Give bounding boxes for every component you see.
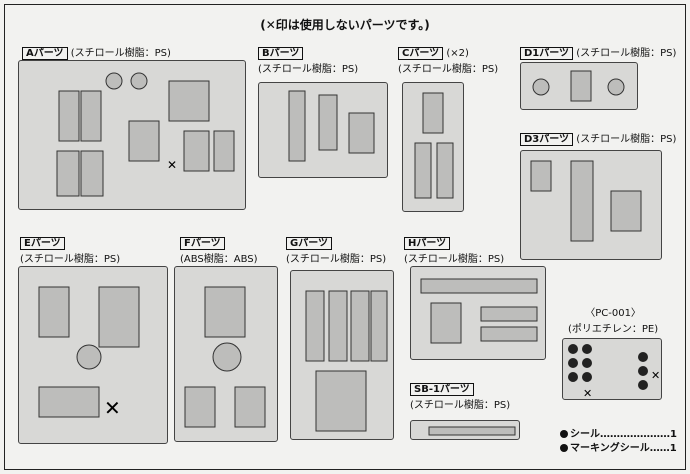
parts-sb1-material: (スチロール樹脂：PS) [410,400,511,411]
runner-b [258,82,388,178]
pc-001-title: 〈PC-001〉 [585,308,641,319]
runner-sb1 [410,420,520,440]
parts-c-title: Cパーツ [398,47,444,60]
runner-a: ✕ [18,60,246,210]
parts-sb1-label: SB-1パーツ (スチロール樹脂：PS) [410,380,510,411]
parts-d3-label: D3パーツ (スチロール樹脂：PS) [520,130,677,146]
runner-g [290,270,394,440]
parts-a-title: Aパーツ [22,47,68,60]
parts-h-label: Hパーツ (スチロール樹脂：PS) [404,234,504,265]
parts-d3-title: D3パーツ [520,133,574,146]
legend-bullet-icon [560,430,568,438]
runner-d1-drawing [532,70,625,102]
runner-a-drawing: ✕ [56,72,235,197]
parts-h-material: (スチロール樹脂：PS) [404,254,505,265]
runner-f [174,266,278,442]
runner-pc-001-drawing: ✕ ✕ [568,344,660,400]
unused-parts-note: (✕印は使用しないパーツです。) [260,18,430,32]
runner-h-drawing [420,278,538,344]
legend-sticker: シール…………………1 [560,428,677,442]
svg-text:✕: ✕ [104,396,121,420]
parts-b-title: Bパーツ [258,47,304,60]
legend-marking-sticker: マーキングシール……1 [560,442,677,456]
parts-d1-label: D1パーツ (スチロール樹脂：PS) [520,44,677,60]
legend-sticker-label: シール [570,429,600,440]
pc-001-material: (ポリエチレン：PE) [568,324,659,335]
parts-e-material: (スチロール樹脂：PS) [20,254,121,265]
runner-c [402,82,464,212]
parts-c-count: (×2) [446,48,469,59]
runner-d3 [520,150,662,260]
pc-001-label: 〈PC-001〉 (ポリエチレン：PE) [568,304,658,335]
legend-marking-dots: …… [649,443,670,454]
parts-a-label: Aパーツ (スチロール樹脂：PS) [22,44,171,60]
parts-e-title: Eパーツ [20,237,65,250]
svg-text:✕: ✕ [167,158,177,172]
parts-sb1-title: SB-1パーツ [410,383,474,396]
parts-h-title: Hパーツ [404,237,451,250]
parts-d1-material: (スチロール樹脂：PS) [576,48,677,59]
runner-g-drawing [305,290,388,432]
parts-c-label: Cパーツ (×2) (スチロール樹脂：PS) [398,44,498,75]
runner-d1 [520,62,638,110]
runner-d3-drawing [530,160,642,242]
legend-marking-label: マーキングシール [570,443,650,454]
instruction-frame [4,4,686,470]
sticker-legend: シール…………………1 マーキングシール……1 [560,428,677,456]
runner-h [410,266,546,360]
svg-text:✕: ✕ [583,387,592,400]
legend-marking-count: 1 [669,443,677,454]
parts-f-label: Fパーツ (ABS樹脂：ABS) [180,234,258,265]
runner-e-drawing: ✕ [38,286,140,420]
parts-f-title: Fパーツ [180,237,225,250]
svg-text:✕: ✕ [651,369,660,382]
runner-pc-001: ✕ ✕ [562,338,662,400]
parts-g-title: Gパーツ [286,237,333,250]
runner-f-drawing [184,286,266,428]
parts-e-label: Eパーツ (スチロール樹脂：PS) [20,234,120,265]
runner-sb1-drawing [428,426,516,436]
parts-g-material: (スチロール樹脂：PS) [286,254,387,265]
parts-b-material: (スチロール樹脂：PS) [258,64,359,75]
legend-bullet-icon [560,444,568,452]
legend-sticker-count: 1 [670,429,677,440]
runner-e: ✕ [18,266,168,444]
parts-d1-title: D1パーツ [520,47,574,60]
runner-c-drawing [414,92,454,199]
runner-b-drawing [288,90,375,162]
parts-a-material: (スチロール樹脂：PS) [70,48,171,59]
parts-f-material: (ABS樹脂：ABS) [180,254,258,265]
legend-sticker-dots: ………………… [600,429,670,440]
parts-d3-material: (スチロール樹脂：PS) [576,134,677,145]
parts-b-label: Bパーツ (スチロール樹脂：PS) [258,44,358,75]
parts-c-material: (スチロール樹脂：PS) [398,64,499,75]
parts-g-label: Gパーツ (スチロール樹脂：PS) [286,234,386,265]
